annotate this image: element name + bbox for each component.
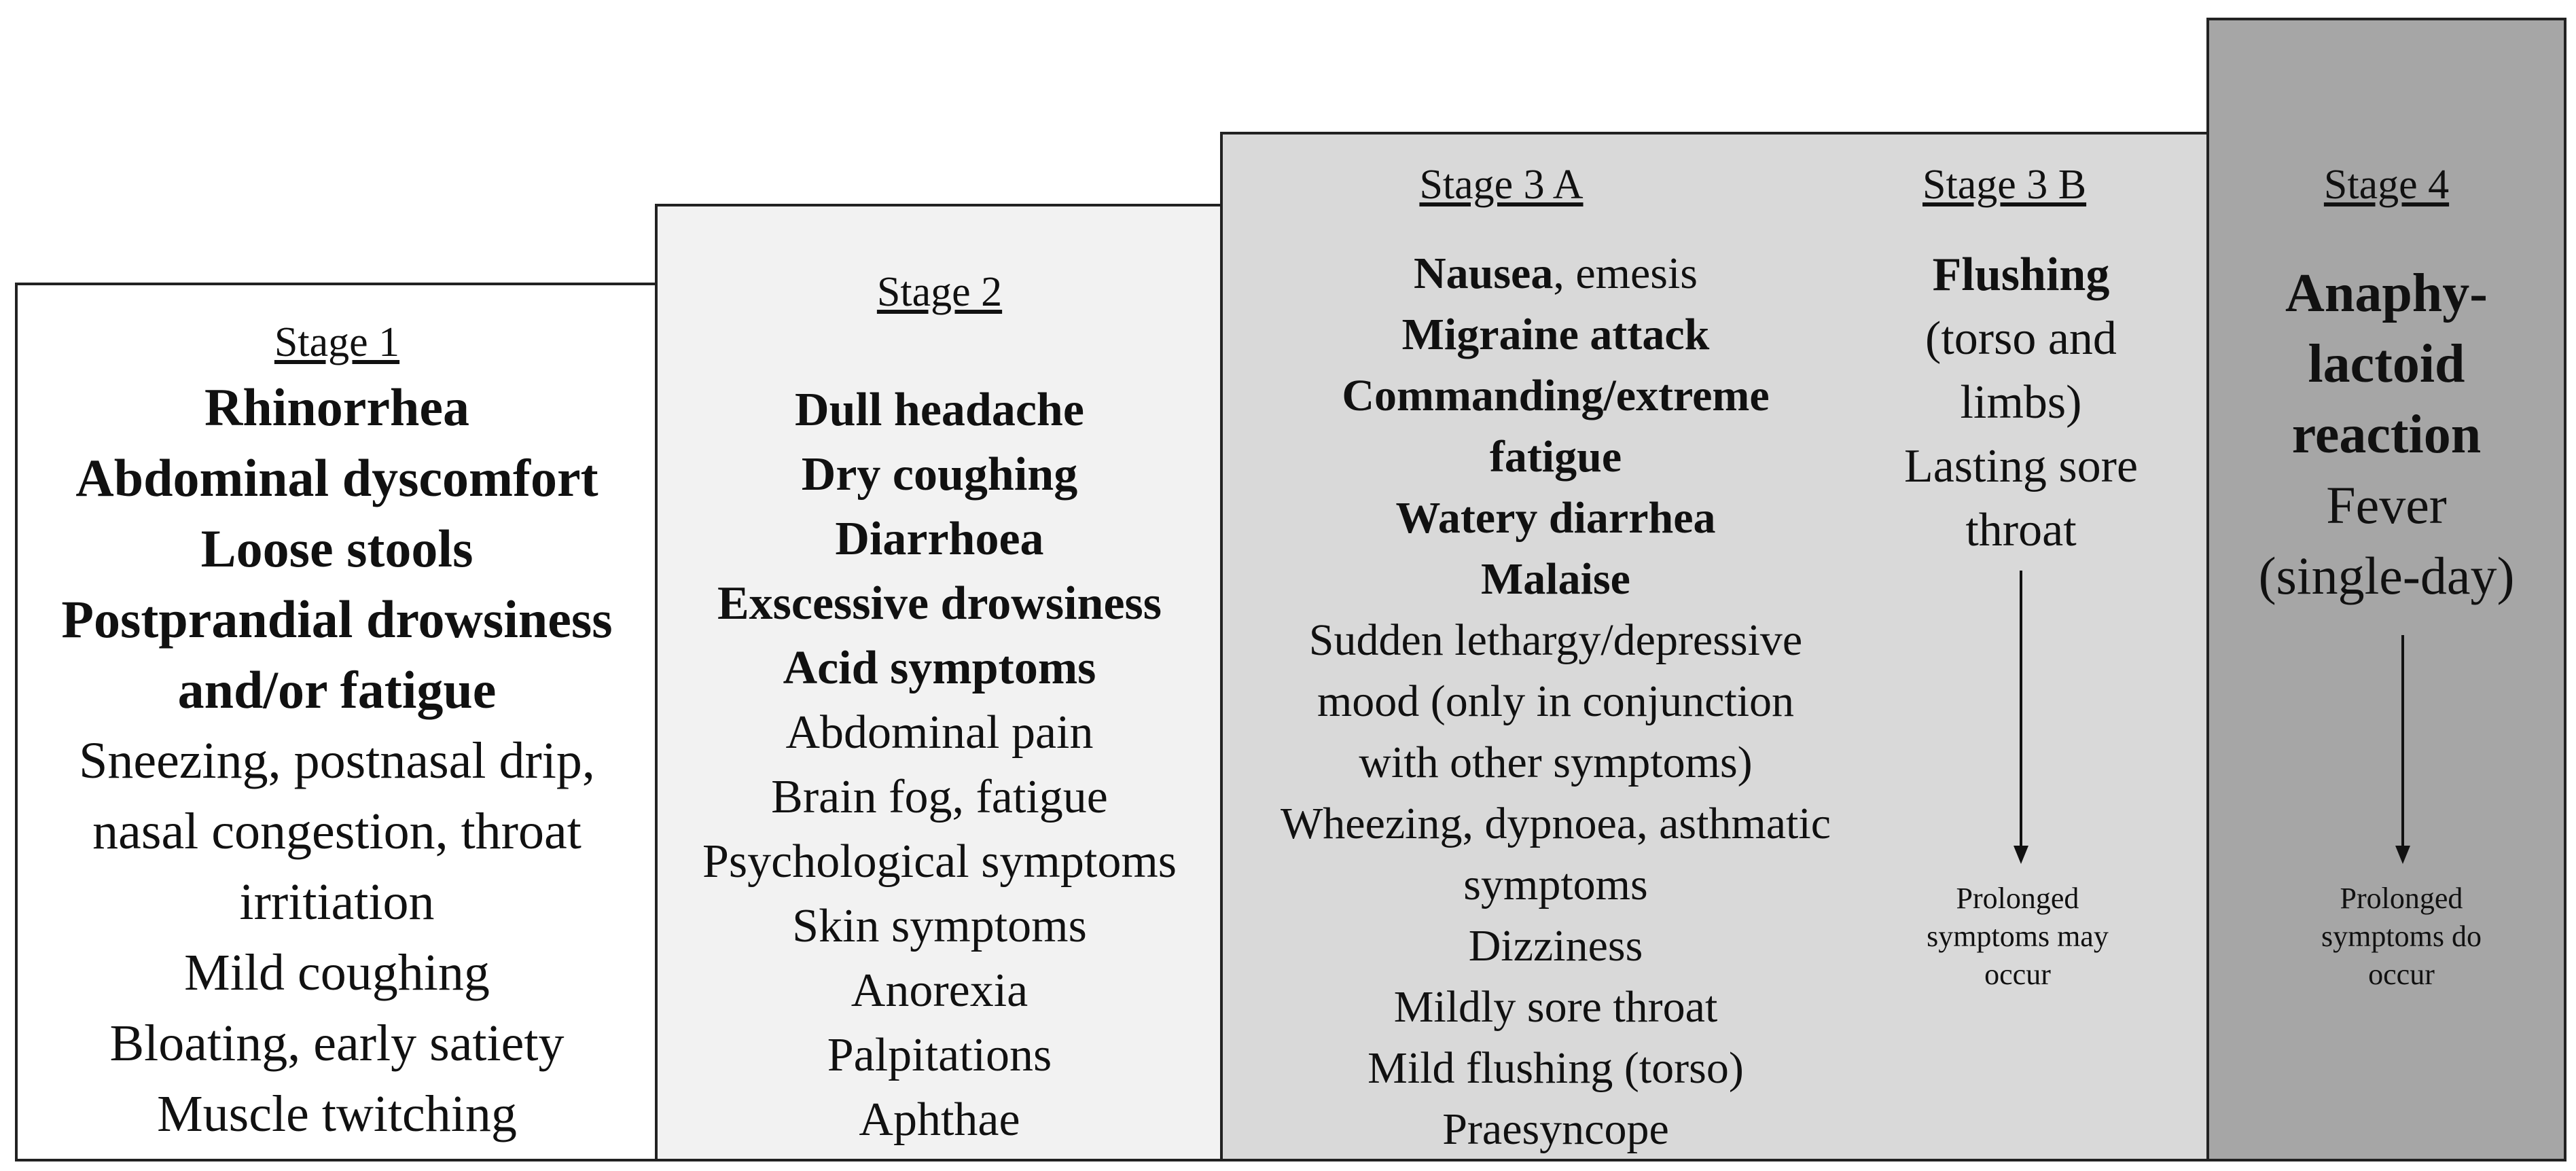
stage-1-item: Sneezing, postnasal drip, xyxy=(79,732,595,789)
stage-3a-item: Praesyncope xyxy=(1442,1104,1669,1154)
stage-3a-bold-item: fatigue xyxy=(1489,432,1622,482)
stage-3a-item: symptoms xyxy=(1463,860,1648,909)
stage-3a-item: Mild flushing (torso) xyxy=(1367,1043,1744,1093)
stage-1-bold-item: Loose stools xyxy=(200,519,473,578)
stage-1-item: Mild coughing xyxy=(184,944,490,1001)
stage-1-bold-item: and/or fatigue xyxy=(177,660,497,719)
stage-1-item: Bloating, early satiety xyxy=(109,1015,565,1072)
stage-1-title: Stage 1 xyxy=(274,319,400,365)
stage-3b-arrow xyxy=(2014,571,2028,864)
stage-4-list: Fever (single-day) xyxy=(2209,470,2564,611)
stage-2-item: Anorexia xyxy=(851,965,1028,1017)
stage-3a-bold-item: Malaise xyxy=(1481,554,1630,604)
stage-3b-bold-item: Flushing xyxy=(1932,249,2110,301)
stage-3a-bold-list: Nausea, emesis Migraine attack Commandin… xyxy=(1223,243,1889,610)
stage-1-list: Sneezing, postnasal drip, nasal congesti… xyxy=(18,725,656,1149)
stage-2-bold-list: Dull headache Dry coughing Diarrhoea Exs… xyxy=(658,378,1221,700)
stage-2-bold-item: Diarrhoea xyxy=(835,513,1044,565)
stage-2-item: Skin symptoms xyxy=(792,900,1087,952)
stage-4-column: Stage 4 Anaphy- lactoid reaction Fever (… xyxy=(2209,154,2564,611)
stage-4-title: Stage 4 xyxy=(2323,162,2450,208)
stage-4-bold-item: Anaphy- xyxy=(2285,264,2488,323)
stage-3a-item: Wheezing, dypnoea, asthmatic xyxy=(1280,799,1831,848)
stage-3b-note-line: symptoms may xyxy=(1927,920,2109,953)
stage-3b-item: Lasting sore xyxy=(1903,440,2139,492)
stage-4-bold-item: lactoid xyxy=(2308,334,2465,394)
stage-4-item: (single-day) xyxy=(2258,546,2515,605)
stage-2-item: Aphthae xyxy=(859,1094,1020,1146)
stage-3b-list: Flushing (torso and limbs) Lasting sore … xyxy=(1875,243,2167,562)
stage-4-note-line: occur xyxy=(2368,958,2435,991)
stage-2-bold-item: Dull headache xyxy=(795,384,1084,436)
stage-3b-note-line: occur xyxy=(1984,958,2051,991)
stage-3a-column: Stage 3 A Nausea, emesis Migraine attack… xyxy=(1223,154,1889,1160)
stage-2-item: Abdominal pain xyxy=(785,706,1094,759)
stage-2-item: Brain fog, fatigue xyxy=(771,771,1108,823)
stage-1-bold-item: Abdominal dyscomfort xyxy=(75,448,598,507)
stage-1-bold-item: Postprandial drowsiness xyxy=(61,590,613,649)
stage-4-note-line: symptoms do xyxy=(2321,920,2482,953)
stage-3b-item: throat xyxy=(1965,504,2077,556)
stage-4-note-line: Prolonged xyxy=(2340,882,2463,915)
stage-1-bold-list: Rhinorrhea Abdominal dyscomfort Loose st… xyxy=(18,372,656,725)
stage-3b-column: Stage 3 B Flushing (torso and limbs) Las… xyxy=(1875,154,2167,562)
stage-3a-bold-item: Migraine attack xyxy=(1401,310,1710,359)
stage-3b-note-line: Prolonged xyxy=(1956,882,2079,915)
stage-4-item: Fever xyxy=(2326,475,2447,535)
stage-3a-item: Dizziness xyxy=(1468,921,1643,971)
stage-3a-item: Sudden lethargy/depressive xyxy=(1308,615,1803,665)
stage-3b-item: limbs) xyxy=(1960,376,2082,429)
stage-3b-title: Stage 3 B xyxy=(1922,162,2087,208)
stage-3a-list: Sudden lethargy/depressive mood (only in… xyxy=(1223,610,1889,1160)
stage-3a-item: Mildly sore throat xyxy=(1393,982,1718,1032)
stage-3a-first-item: Nausea, emesis xyxy=(1223,243,1889,304)
stage-3a-first-bold: Nausea xyxy=(1414,249,1554,298)
stage-3a-first-rest: , emesis xyxy=(1553,249,1698,298)
stage-1-box xyxy=(15,283,658,1161)
stage-3a-item: with other symptoms) xyxy=(1359,738,1753,787)
stage-2-title: Stage 2 xyxy=(876,269,1003,315)
stage-3a-bold-item: Commanding/extreme xyxy=(1342,371,1770,420)
stage-2-box xyxy=(655,204,1223,1161)
stage-2-bold-item: Exscessive drowsiness xyxy=(717,577,1162,630)
stage-3b-item: (torso and xyxy=(1925,312,2117,365)
stage-1-item: nasal congestion, throat xyxy=(92,803,582,860)
stage-2-bold-item: Acid symptoms xyxy=(783,642,1096,694)
stage-1-item: irritiation xyxy=(239,873,435,931)
stage-1-column: Stage 1 Rhinorrhea Abdominal dyscomfort … xyxy=(18,312,656,1149)
stage-2-column: Stage 2 Dull headache Dry coughing Diarr… xyxy=(658,261,1221,1152)
stage-3a-title: Stage 3 A xyxy=(1419,162,1584,208)
stage-2-list: Abdominal pain Brain fog, fatigue Psycho… xyxy=(658,700,1221,1152)
stage-1-bold-item: Rhinorrhea xyxy=(204,378,469,437)
stage-4-note: Prolonged symptoms do occur xyxy=(2235,880,2568,994)
stage-3-box xyxy=(1220,132,2209,1161)
stage-3a-bold-item: Watery diarrhea xyxy=(1395,493,1716,543)
stage-3b-note: Prolonged symptoms may occur xyxy=(1882,880,2153,994)
stage-1-item: Muscle twitching xyxy=(157,1085,517,1142)
stage-3a-item: mood (only in conjunction xyxy=(1317,677,1795,726)
stage-4-bold-item: reaction xyxy=(2291,405,2482,465)
stage-4-bold-list: Anaphy- lactoid reaction xyxy=(2209,258,2564,470)
stage-4-arrow xyxy=(2395,635,2410,864)
stage-2-item: Psychological symptoms xyxy=(702,835,1177,888)
stage-2-item: Palpitations xyxy=(827,1029,1052,1081)
stage-4-box xyxy=(2206,18,2566,1161)
stage-2-bold-item: Dry coughing xyxy=(801,448,1078,501)
